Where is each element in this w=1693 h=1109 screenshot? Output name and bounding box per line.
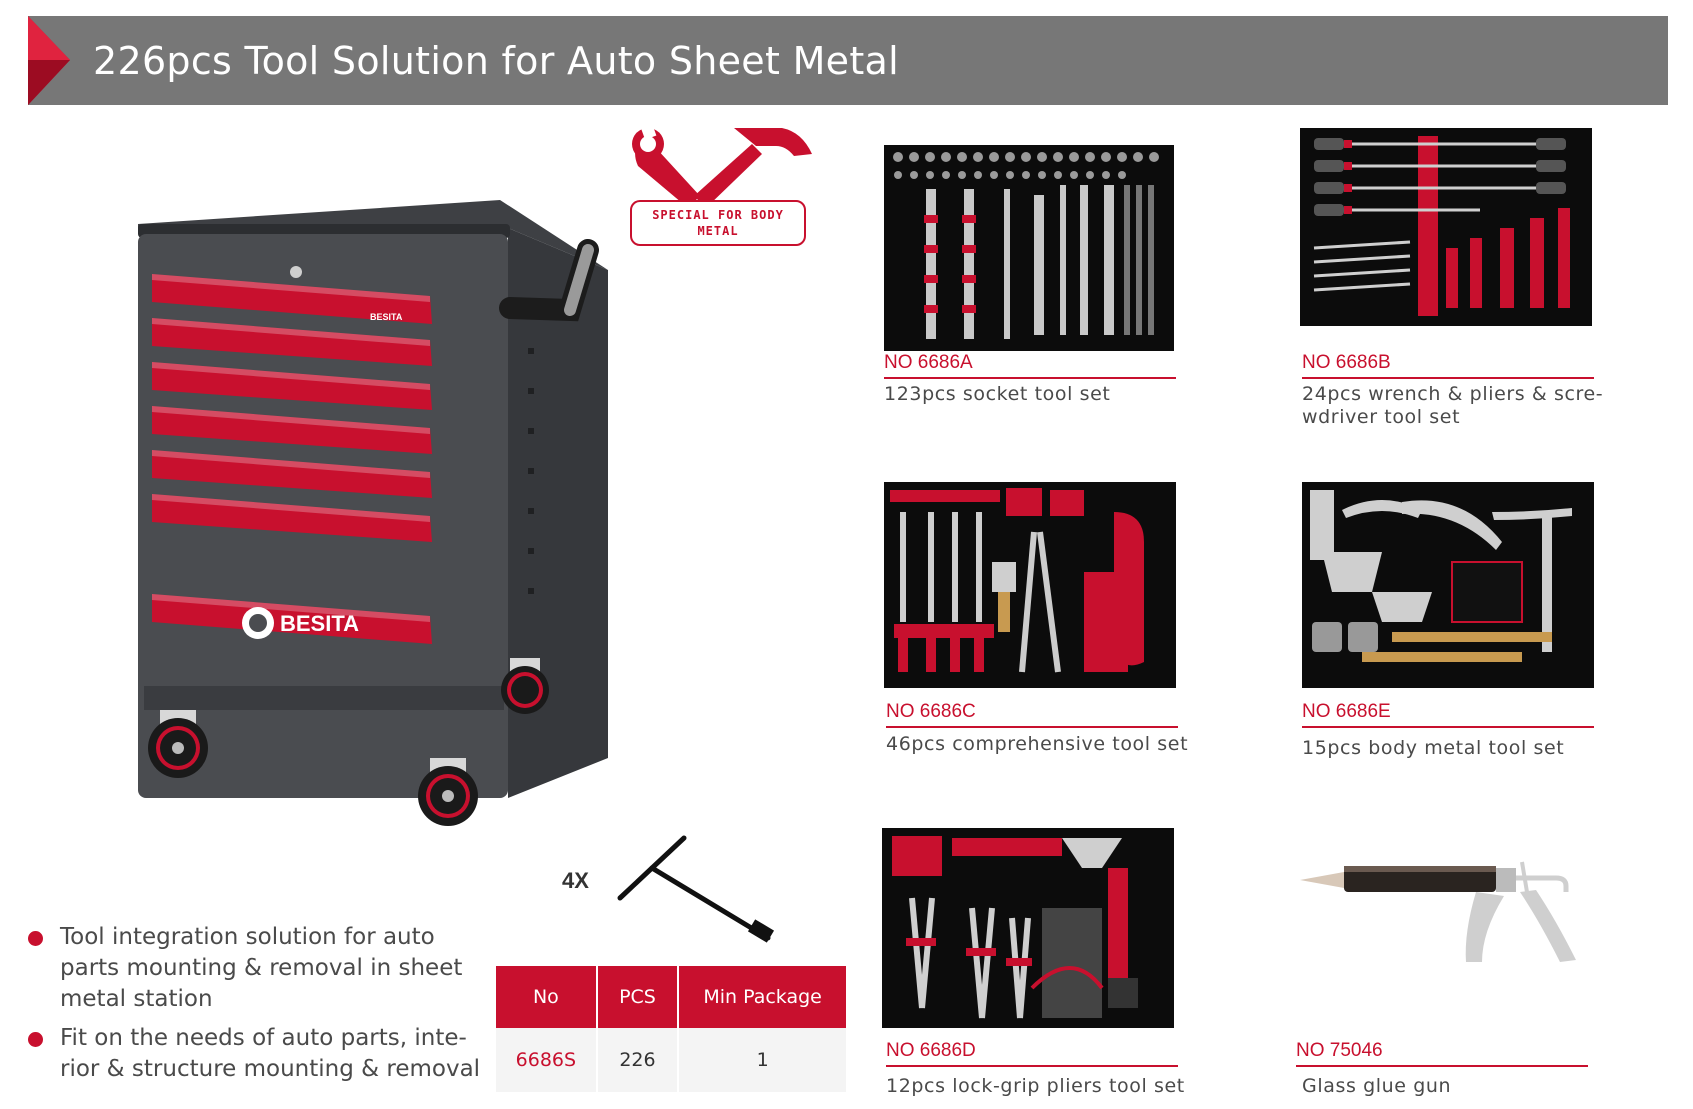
wrench-hammer-icon <box>632 120 812 208</box>
tray-image-6686c <box>884 482 1176 688</box>
product-desc-6686e: 15pcs body metal tool set <box>1302 737 1565 759</box>
product-desc-6686c: 46pcs comprehensive tool set <box>886 733 1189 755</box>
cell-no: 6686S <box>496 1028 598 1092</box>
table-row: 6686S 226 1 <box>496 1028 846 1092</box>
cell-pcs: 226 <box>596 1028 680 1092</box>
header-min-package: Min Package <box>678 966 846 1028</box>
feature-list: Tool integration solution for auto parts… <box>28 922 498 1093</box>
cabinet-brand-text: BESITA <box>280 611 359 636</box>
product-code-6686a: NO 6686A <box>884 352 1176 379</box>
bullet-icon <box>28 1032 43 1047</box>
tool-cabinet-image: BESITA BESITA <box>138 200 608 826</box>
header-pcs: PCS <box>596 966 680 1028</box>
product-code-75046: NO 75046 <box>1296 1040 1588 1067</box>
tray-image-6686d <box>882 828 1174 1028</box>
tray-image-6686b <box>1300 128 1592 326</box>
cell-min-package: 1 <box>678 1028 846 1092</box>
product-code-6686c: NO 6686C <box>886 701 1178 728</box>
drawer-brand-text: BESITA <box>370 312 403 322</box>
product-code-6686e: NO 6686E <box>1302 701 1594 728</box>
product-desc-6686a: 123pcs socket tool set <box>884 383 1111 405</box>
feature-text: Tool integration solution for auto parts… <box>60 924 463 1012</box>
header-banner <box>28 16 1668 105</box>
tray-image-6686e <box>1302 482 1594 688</box>
special-for-body-metal-badge: SPECIAL FOR BODY METAL <box>630 200 806 246</box>
brand-emblem-icon <box>28 16 70 105</box>
header-no: No <box>496 966 598 1028</box>
badge-line-2: METAL <box>697 224 739 238</box>
product-code-6686b: NO 6686B <box>1302 352 1594 379</box>
feature-item: Fit on the needs of auto parts, inte-rio… <box>28 1023 498 1085</box>
product-desc-6686d: 12pcs lock-grip pliers tool set <box>886 1075 1185 1097</box>
feature-text: Fit on the needs of auto parts, inte-rio… <box>60 1025 481 1082</box>
page-title: 226pcs Tool Solution for Auto Sheet Meta… <box>93 39 899 83</box>
product-desc-6686b: 24pcs wrench & pliers & scre-wdriver too… <box>1302 383 1604 428</box>
tray-image-6686a <box>884 145 1174 351</box>
t-bar-wrench-icon <box>617 835 775 943</box>
bullet-icon <box>28 931 43 946</box>
tbar-quantity: 4X <box>562 868 589 893</box>
badge-line-1: SPECIAL FOR BODY <box>652 208 784 222</box>
spec-table: No PCS Min Package 6686S 226 1 <box>496 966 846 1092</box>
product-code-6686d: NO 6686D <box>886 1040 1178 1067</box>
feature-item: Tool integration solution for auto parts… <box>28 922 498 1015</box>
product-desc-75046: Glass glue gun <box>1302 1075 1452 1097</box>
glue-gun-image <box>1300 861 1576 962</box>
